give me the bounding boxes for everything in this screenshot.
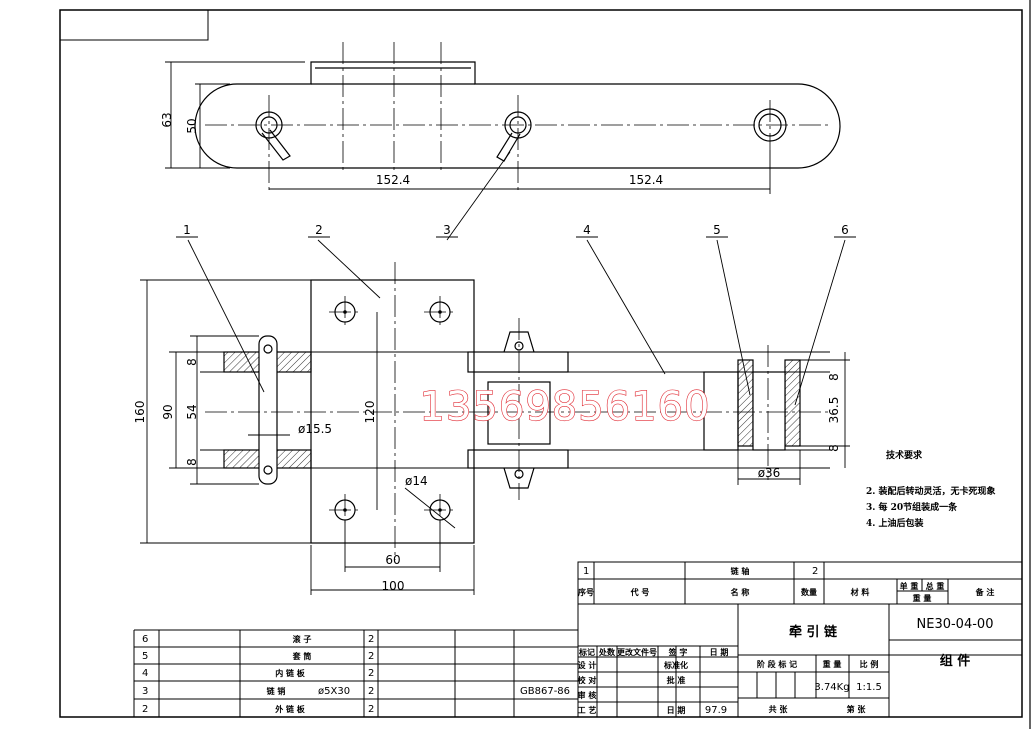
tb-sign: 签 字 bbox=[668, 647, 688, 657]
balloon-3: 3 bbox=[443, 223, 451, 237]
bom-row-2-no: 2 bbox=[142, 704, 148, 715]
tb-date: 日 期 bbox=[710, 647, 729, 657]
bom-row-5-qty: 2 bbox=[368, 651, 374, 662]
bom-row-3-std: GB867-86 bbox=[520, 686, 570, 697]
dim-120: 120 bbox=[363, 401, 377, 424]
sheet-total: 共 张 bbox=[769, 704, 789, 714]
bom-header-code: 代 号 bbox=[630, 587, 650, 597]
weight-value: 3.74Kg bbox=[814, 682, 849, 693]
dim-8-top: 8 bbox=[185, 358, 199, 366]
bom-header-unit-weight: 单 重 bbox=[900, 581, 919, 591]
part-name: 牵 引 链 bbox=[789, 624, 838, 640]
bom-row-3-spec: ø5X30 bbox=[318, 686, 350, 697]
dim-hole-diameter: ø14 bbox=[405, 474, 428, 488]
tb-count: 处数 bbox=[598, 647, 616, 657]
bom-table-grid bbox=[133, 629, 578, 717]
stage-label: 阶 段 标 记 bbox=[757, 659, 797, 669]
bom-upper-row1-name: 链 轴 bbox=[731, 566, 750, 576]
bom-header-qty: 数量 bbox=[801, 587, 817, 597]
tech-req-item-2: 2. 装配后转动灵活，无卡死现象 bbox=[866, 485, 996, 497]
dim-100: 100 bbox=[382, 579, 405, 593]
bom-row-5-no: 5 bbox=[142, 651, 148, 662]
tb-mark: 标记 bbox=[578, 647, 595, 657]
sheet-border bbox=[59, 9, 1023, 718]
drawing-number: NE30-04-00 bbox=[917, 617, 994, 632]
tb-date2: 日 期 bbox=[667, 705, 686, 715]
corner-box bbox=[59, 9, 209, 41]
outer-plate bbox=[310, 279, 475, 544]
bom-row-6-qty: 2 bbox=[368, 634, 374, 645]
bom-header-weight: 重 量 bbox=[913, 593, 932, 603]
tb-design: 设 计 bbox=[578, 660, 597, 670]
bom-row-3-name: 链 销 bbox=[267, 686, 286, 696]
dim-pitch-left: 152.4 bbox=[376, 173, 410, 187]
tb-review: 审 核 bbox=[578, 690, 597, 700]
component-type: 组 件 bbox=[940, 653, 971, 669]
bom-row-2-name: 外 链 板 bbox=[275, 704, 306, 714]
tb-approve: 批 准 bbox=[667, 675, 686, 685]
balloon-6: 6 bbox=[841, 223, 849, 237]
dim-pitch-right: 152.4 bbox=[629, 173, 663, 187]
bom-header-note: 备 注 bbox=[975, 587, 995, 597]
bom-row-5-name: 套 筒 bbox=[292, 651, 312, 661]
bom-row-3-no: 3 bbox=[142, 686, 148, 697]
bom-upper-row1-qty: 2 bbox=[812, 566, 818, 577]
title-block-grid bbox=[577, 561, 1023, 718]
dim-160: 160 bbox=[133, 401, 147, 424]
pin-hole-1 bbox=[255, 111, 291, 161]
tb-year: 97.9 bbox=[705, 705, 727, 716]
bom-header-total-weight: 总 重 bbox=[926, 581, 945, 591]
leader-lines bbox=[176, 151, 856, 406]
bom-row-4-qty: 2 bbox=[368, 668, 374, 679]
dim-63: 63 bbox=[160, 112, 174, 127]
dim-60: 60 bbox=[385, 553, 400, 567]
scale-label: 比 例 bbox=[860, 659, 879, 669]
balloon-4: 4 bbox=[583, 223, 591, 237]
front-view bbox=[140, 151, 856, 595]
dim-pin-diameter: ø15.5 bbox=[298, 422, 332, 436]
tech-req-title: 技术要求 bbox=[886, 449, 923, 461]
dim-right-8-bottom: 8 bbox=[827, 444, 841, 452]
bom-row-6-no: 6 bbox=[142, 634, 148, 645]
sheet-number: 第 张 bbox=[847, 704, 867, 714]
bom-header-material: 材 料 bbox=[851, 587, 870, 597]
balloon-1: 1 bbox=[183, 223, 191, 237]
bom-row-2-qty: 2 bbox=[368, 704, 374, 715]
dim-50: 50 bbox=[185, 118, 199, 133]
bom-rows: 6 滚 子 2 5 套 筒 2 4 内 链 板 2 3 链 销 ø5X30 2 … bbox=[142, 634, 570, 715]
balloon-2: 2 bbox=[315, 223, 323, 237]
balloon-5: 5 bbox=[713, 223, 721, 237]
tb-process: 工 艺 bbox=[578, 705, 597, 715]
dim-8-bottom: 8 bbox=[185, 458, 199, 466]
bom-header-name: 名 称 bbox=[731, 587, 750, 597]
tb-check: 校 对 bbox=[578, 675, 597, 685]
pin-hole-2 bbox=[496, 111, 532, 162]
tb-std-check: 标准化 bbox=[663, 660, 688, 670]
bom-row-4-no: 4 bbox=[142, 668, 148, 679]
bom-upper-row1-no: 1 bbox=[583, 566, 589, 577]
bom-row-3-qty: 2 bbox=[368, 686, 374, 697]
bom-header-no: 序号 bbox=[578, 587, 594, 597]
scale-value: 1:1.5 bbox=[856, 682, 882, 693]
dim-roller-dia: ø36 bbox=[758, 466, 781, 480]
tb-change-doc: 更改文件号 bbox=[617, 647, 657, 657]
dim-36-5: 36.5 bbox=[827, 397, 841, 424]
weight-label: 重 量 bbox=[823, 659, 842, 669]
top-view bbox=[165, 42, 841, 194]
tech-req-item-3: 3. 每 20节组装成一条 bbox=[866, 501, 958, 513]
bom-row-6-name: 滚 子 bbox=[293, 634, 312, 644]
dim-right-8-top: 8 bbox=[827, 373, 841, 381]
dim-54: 54 bbox=[185, 404, 199, 419]
bom-row-4-name: 内 链 板 bbox=[275, 668, 306, 678]
tech-req-item-4: 4. 上油后包装 bbox=[866, 517, 925, 529]
dim-90: 90 bbox=[161, 404, 175, 419]
watermark-phone: 13569856160 bbox=[420, 384, 711, 430]
